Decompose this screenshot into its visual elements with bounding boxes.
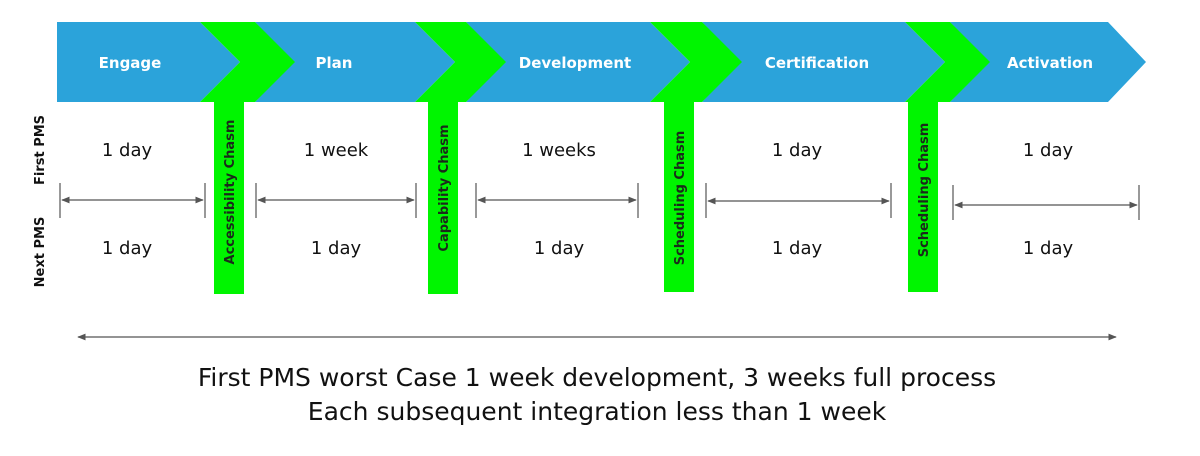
span-arrow-development xyxy=(475,183,639,218)
duration-first-activation: 1 day xyxy=(1023,140,1074,161)
duration-next-engage: 1 day xyxy=(102,238,153,259)
span-arrow-plan xyxy=(255,183,417,218)
duration-next-activation: 1 day xyxy=(1023,238,1074,259)
stage-certification-chevron xyxy=(702,22,945,102)
chasm-group xyxy=(200,22,990,294)
chasm-2-chevron xyxy=(415,22,506,102)
stage-engage-label: Engage xyxy=(99,54,162,72)
duration-next-certification: 1 day xyxy=(772,238,823,259)
stage-certification-label: Certification xyxy=(765,54,869,72)
row-label-next: Next PMS xyxy=(33,217,48,288)
span-arrow-activation xyxy=(952,185,1140,220)
row-label-first: First PMS xyxy=(33,115,48,185)
duration-first-engage: 1 day xyxy=(102,140,153,161)
chasm-3-chevron xyxy=(650,22,742,102)
duration-first-development: 1 weeks xyxy=(522,140,596,161)
chasm-3-label: Scheduling Chasm xyxy=(673,131,688,266)
chasm-1-chevron xyxy=(200,22,295,102)
duration-next-development: 1 day xyxy=(534,238,585,259)
duration-first-certification: 1 day xyxy=(772,140,823,161)
stage-development-label: Development xyxy=(519,54,631,72)
chasm-4-chevron xyxy=(905,22,990,102)
chasm-2-label: Capability Chasm xyxy=(437,124,452,251)
summary-line-2: Each subsequent integration less than 1 … xyxy=(308,397,887,426)
chasm-1-label: Accessibility Chasm xyxy=(223,120,238,265)
span-arrow-engage xyxy=(59,183,206,218)
chasm-1-bar xyxy=(214,100,244,294)
stage-plan-chevron xyxy=(255,22,455,102)
duration-first-plan: 1 week xyxy=(304,140,369,161)
stage-plan-label: Plan xyxy=(316,54,353,72)
chasm-3-bar xyxy=(664,100,694,292)
chasm-4-label: Scheduling Chasm xyxy=(917,123,932,258)
span-arrow-certification xyxy=(705,183,892,218)
chasm-2-bar xyxy=(428,100,458,294)
stage-activation-label: Activation xyxy=(1007,54,1093,72)
stage-activation-chevron xyxy=(950,22,1146,102)
duration-next-plan: 1 day xyxy=(311,238,362,259)
stage-engage-chevron xyxy=(57,22,240,102)
summary-line-1: First PMS worst Case 1 week development,… xyxy=(198,363,996,392)
stage-development-chevron xyxy=(466,22,690,102)
chasm-4-bar xyxy=(908,100,938,292)
stage-band xyxy=(57,22,1146,102)
